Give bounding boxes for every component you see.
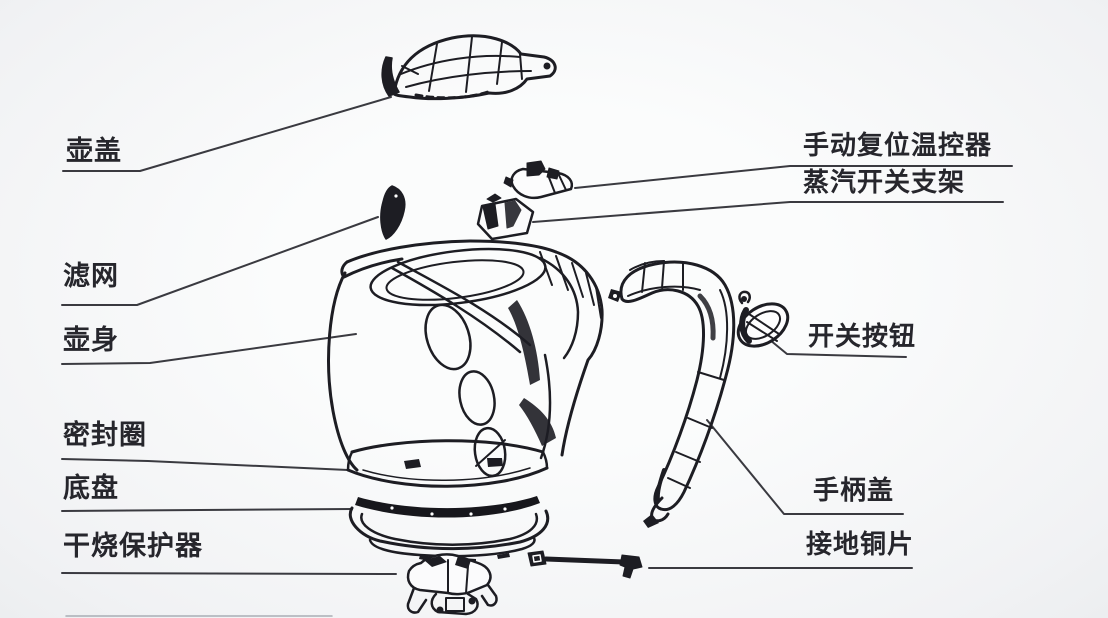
window-oval-2 bbox=[458, 370, 496, 426]
label-switch-button: 开关按钮 bbox=[808, 322, 917, 351]
dry-burn-protector-drawing bbox=[406, 553, 498, 616]
lid-hinge-foot bbox=[381, 56, 400, 97]
leader-lid bbox=[62, 96, 392, 172]
leader-handle-cover bbox=[706, 419, 904, 515]
ground-copper-drawing bbox=[527, 550, 643, 579]
leader-dry-burn bbox=[61, 572, 397, 575]
label-filter: 滤网 bbox=[63, 261, 119, 291]
switch-button-drawing bbox=[736, 290, 790, 348]
seal-ring-band bbox=[355, 496, 540, 518]
lid-button-dot bbox=[543, 62, 551, 70]
label-base-plate: 底盘 bbox=[63, 473, 119, 503]
leader-base-plate bbox=[61, 508, 353, 512]
leader-lines bbox=[61, 96, 1013, 617]
label-handle-cover: 手柄盖 bbox=[813, 476, 895, 505]
leader-switch-button bbox=[769, 339, 907, 358]
base-drawing bbox=[346, 439, 550, 563]
leader-steam-bracket bbox=[532, 201, 1004, 223]
leader-body bbox=[61, 333, 357, 365]
filter-drawing bbox=[380, 185, 406, 240]
leader-filter bbox=[61, 216, 379, 306]
leader-thermostat bbox=[574, 165, 1013, 189]
label-lid: 壶盖 bbox=[66, 136, 122, 166]
label-thermostat: 手动复位温控器 bbox=[803, 131, 993, 160]
thermostat-drawing bbox=[503, 160, 574, 200]
label-ground-copper: 接地铜片 bbox=[806, 530, 915, 559]
window-oval-1 bbox=[424, 303, 472, 371]
kettle-body-drawing bbox=[327, 239, 604, 478]
steam-bracket-drawing bbox=[476, 193, 535, 241]
window-oval-3 bbox=[473, 426, 507, 478]
handle-cover-drawing bbox=[608, 260, 736, 528]
label-seal-ring: 密封圈 bbox=[63, 420, 147, 450]
base-tab-right bbox=[487, 458, 503, 467]
base-tab-left bbox=[404, 459, 421, 469]
label-steam-switch-bracket: 蒸汽开关支架 bbox=[803, 168, 966, 197]
label-body: 壶身 bbox=[63, 325, 119, 355]
label-dry-burn-protector: 干烧保护器 bbox=[63, 531, 203, 561]
lid-drawing bbox=[381, 34, 557, 101]
leader-seal-ring bbox=[61, 458, 349, 471]
